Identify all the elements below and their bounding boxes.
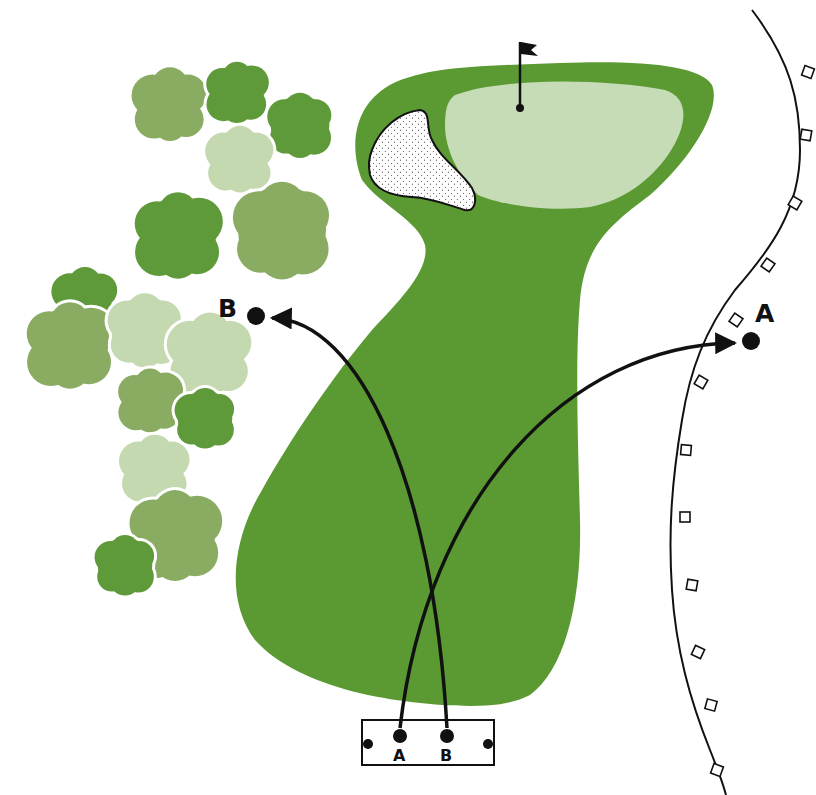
- ball-position: B: [247, 307, 265, 325]
- flag-pole: [519, 42, 522, 108]
- ball-position: A: [393, 729, 407, 743]
- tree: [24, 299, 118, 391]
- putting-green: [445, 82, 683, 209]
- tree: [230, 179, 332, 283]
- fairway: [236, 62, 714, 706]
- position-letter: B: [218, 296, 237, 321]
- ball-dot: [742, 332, 760, 350]
- tee-marker: [483, 739, 493, 749]
- tree: [202, 123, 276, 196]
- position-letter: B: [440, 748, 452, 764]
- hole-cup: [516, 104, 524, 112]
- shot-arrow: [272, 318, 447, 728]
- ball-dot: [440, 729, 454, 743]
- tree: [92, 532, 158, 599]
- boundary-stakes: [680, 66, 814, 777]
- sand-bunker: [369, 110, 475, 210]
- shot-arrow: [400, 343, 735, 728]
- flag: [521, 42, 538, 56]
- ball-dot: [393, 729, 407, 743]
- tree: [132, 189, 226, 281]
- tee-marker: [363, 739, 373, 749]
- ball-position: A: [742, 332, 760, 350]
- position-letter: A: [393, 748, 405, 764]
- tree: [129, 64, 210, 144]
- ball-position: B: [440, 729, 454, 743]
- position-letter: A: [755, 301, 774, 326]
- tree: [203, 59, 272, 126]
- ball-dot: [247, 307, 265, 325]
- tee-box: [362, 720, 494, 765]
- boundary-line: [670, 10, 800, 795]
